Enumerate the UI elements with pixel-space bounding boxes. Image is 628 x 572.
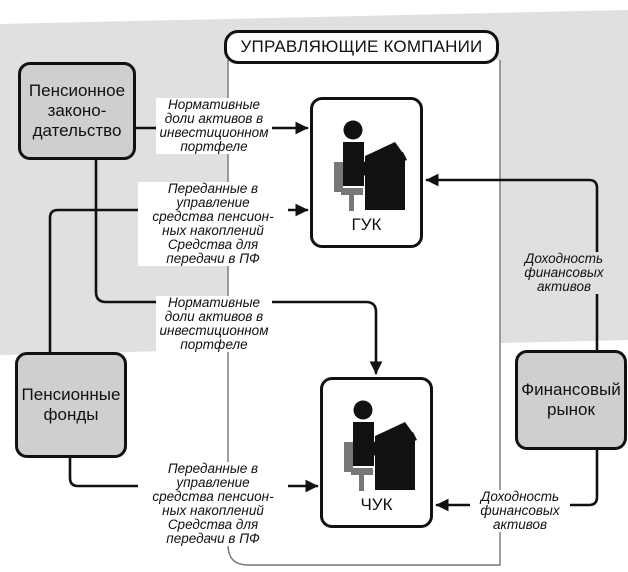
person-at-computer-icon	[344, 400, 417, 491]
edge-label-legislation-to-chuk: Нормативные доли активов в инвестиционно…	[156, 296, 272, 352]
edge-label-market-to-chuk: Доходность финансовых активов	[470, 490, 570, 532]
person-at-computer-icon	[334, 120, 407, 211]
node-financial-market: Финансовый рынок	[515, 350, 627, 450]
edge-label-funds-to-guk: Переданные в управление средства пенсион…	[138, 182, 288, 266]
arrow-funds-to-guk	[48, 203, 309, 354]
edge-label-legislation-to-guk: Нормативные доли активов в инвестиционно…	[156, 98, 272, 154]
arrow-market-to-chuk	[435, 448, 599, 512]
guk-label: ГУК	[351, 215, 382, 234]
chuk-label: ЧУК	[360, 495, 393, 514]
node-guk: ГУК	[310, 97, 423, 248]
node-pension-legislation: Пенсионное законо- дательство	[18, 62, 136, 160]
arrow-market-to-guk	[425, 173, 599, 352]
arrow-funds-to-chuk	[68, 456, 319, 493]
edge-label-funds-to-chuk: Переданные в управление средства пенсион…	[138, 462, 288, 546]
node-pension-funds: Пенсионные фонды	[15, 352, 127, 458]
management-companies-title: УПРАВЛЯЮЩИЕ КОМПАНИИ	[224, 30, 499, 64]
edge-label-market-to-guk: Доходность финансовых активов	[514, 252, 614, 294]
node-chuk: ЧУК	[320, 377, 433, 528]
